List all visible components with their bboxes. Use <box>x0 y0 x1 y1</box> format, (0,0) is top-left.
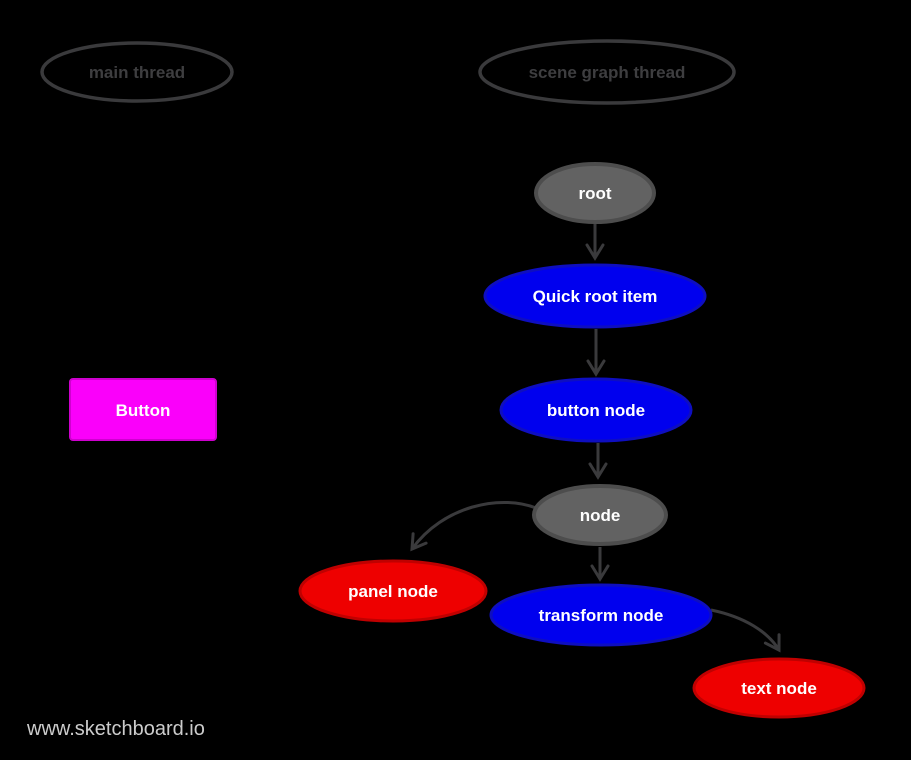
node-root-ellipse[interactable] <box>534 162 656 224</box>
node-quick-root-item: Quick root item <box>483 263 707 329</box>
watermark: www.sketchboard.io <box>26 718 205 740</box>
node-quick-root-item-ellipse[interactable] <box>483 263 707 329</box>
node-node: node <box>532 484 668 546</box>
node-transform-node-ellipse[interactable] <box>489 583 713 647</box>
node-panel-node-label: panel node <box>348 582 438 601</box>
node-text-node: text node <box>692 657 866 719</box>
lane-label-scene-graph-thread: scene graph thread <box>529 63 686 82</box>
node-node-ellipse[interactable] <box>532 484 668 546</box>
node-text-node-ellipse[interactable] <box>692 657 866 719</box>
node-button-node-label: button node <box>547 401 645 420</box>
lane-scene-graph-thread: scene graph thread <box>478 39 736 105</box>
node-root-label: root <box>578 184 611 203</box>
edge-node-to-panel-node[interactable] <box>410 501 537 552</box>
node-quick-root-item-label: Quick root item <box>533 287 658 306</box>
node-button-node: button node <box>499 377 693 443</box>
node-transform-node-label: transform node <box>539 606 664 625</box>
button-shape-group: Button <box>69 378 217 441</box>
node-node-label: node <box>580 506 621 525</box>
node-button-node-ellipse[interactable] <box>499 377 693 443</box>
lane-ellipse-main-thread[interactable] <box>40 41 234 103</box>
node-panel-node: panel node <box>298 559 488 623</box>
edge-transform-node-to-text-node[interactable] <box>710 608 781 653</box>
button-shape-label: Button <box>116 401 171 420</box>
button-shape[interactable] <box>69 378 217 441</box>
node-root: root <box>534 162 656 224</box>
lane-main-thread: main thread <box>40 41 234 103</box>
node-text-node-label: text node <box>741 679 817 698</box>
node-panel-node-ellipse[interactable] <box>298 559 488 623</box>
node-transform-node: transform node <box>489 583 713 647</box>
lane-label-main-thread: main thread <box>89 63 185 82</box>
lane-ellipse-scene-graph-thread[interactable] <box>478 39 736 105</box>
